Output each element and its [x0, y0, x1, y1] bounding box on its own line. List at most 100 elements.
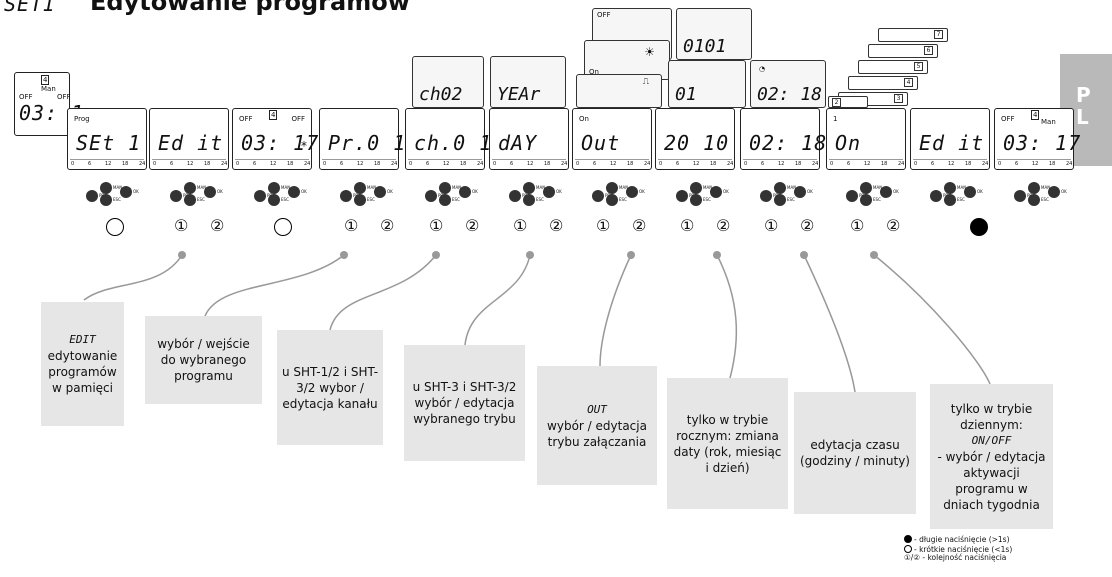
scale-tick: 0	[323, 161, 327, 167]
prg-button[interactable]	[1014, 190, 1026, 202]
prg-button[interactable]	[425, 190, 437, 202]
esc-button[interactable]	[184, 194, 196, 206]
scale-tick: 18	[287, 161, 294, 167]
note-channel: u SHT-1/2 i SHT-3/2 wybor / edytacja kan…	[277, 330, 383, 445]
esc-button[interactable]	[523, 194, 535, 206]
back-display-value: 01	[675, 84, 697, 105]
scale-tick: 12	[105, 161, 112, 167]
prg-button[interactable]	[509, 190, 521, 202]
ok-button-label: OK	[301, 189, 307, 194]
back-display-time: ◔ 02: 18	[750, 60, 826, 108]
prg-button[interactable]	[760, 190, 772, 202]
ok-button[interactable]	[964, 186, 976, 198]
stack-card: 2	[828, 96, 868, 108]
clock-icon: ◔	[759, 65, 766, 73]
esc-button[interactable]	[1028, 194, 1040, 206]
man-button[interactable]	[944, 182, 956, 194]
ok-button[interactable]	[543, 186, 555, 198]
man-button[interactable]	[774, 182, 786, 194]
ok-button[interactable]	[204, 186, 216, 198]
ok-button[interactable]	[880, 186, 892, 198]
step-two-icon: ②	[210, 216, 225, 235]
connector-line	[873, 254, 991, 385]
man-button[interactable]	[184, 182, 196, 194]
connector-dot	[526, 251, 534, 259]
scale-tick: 0	[830, 161, 834, 167]
scale-tick: 0	[998, 161, 1002, 167]
esc-button[interactable]	[268, 194, 280, 206]
title-segment-code: SETI	[4, 0, 57, 16]
ok-button[interactable]	[626, 186, 638, 198]
prg-button[interactable]	[846, 190, 858, 202]
esc-button-label: ESC	[452, 197, 460, 202]
scale-tick: 0	[71, 161, 75, 167]
ok-button[interactable]	[794, 186, 806, 198]
connector-dot	[870, 251, 878, 259]
man-button[interactable]	[1028, 182, 1040, 194]
prg-button[interactable]	[86, 190, 98, 202]
ok-button[interactable]	[459, 186, 471, 198]
man-button[interactable]	[860, 182, 872, 194]
prg-button[interactable]	[676, 190, 688, 202]
esc-button[interactable]	[439, 194, 451, 206]
man-button[interactable]	[606, 182, 618, 194]
language-letter-2: L	[1076, 105, 1089, 129]
man-button-label: MAN	[452, 185, 462, 190]
man-button[interactable]	[523, 182, 535, 194]
man-button-label: MAN	[1041, 185, 1051, 190]
esc-button[interactable]	[774, 194, 786, 206]
back-display-date: 0101	[676, 8, 752, 60]
prg-button[interactable]	[592, 190, 604, 202]
esc-button-label: ESC	[703, 197, 711, 202]
lcd-value: On	[835, 131, 862, 155]
scale-tick: 6	[1015, 161, 1019, 167]
ok-button[interactable]	[710, 186, 722, 198]
man-button[interactable]	[268, 182, 280, 194]
man-label: Man	[1041, 118, 1056, 126]
ok-button[interactable]	[374, 186, 386, 198]
prg-button[interactable]	[254, 190, 266, 202]
scale-tick: 12	[1032, 161, 1039, 167]
man-button[interactable]	[354, 182, 366, 194]
ok-button[interactable]	[120, 186, 132, 198]
man-button[interactable]	[100, 182, 112, 194]
step-one-icon: ①	[344, 216, 359, 235]
step-one-icon: ①	[680, 216, 695, 235]
esc-button[interactable]	[354, 194, 366, 206]
prg-button[interactable]	[930, 190, 942, 202]
esc-button[interactable]	[100, 194, 112, 206]
man-button[interactable]	[690, 182, 702, 194]
man-button[interactable]	[439, 182, 451, 194]
esc-button[interactable]	[690, 194, 702, 206]
ok-button[interactable]	[288, 186, 300, 198]
connector-dot	[178, 251, 186, 259]
prg-button[interactable]	[340, 190, 352, 202]
note-edit: EDIT edytowanie programów w pamięci	[41, 302, 124, 426]
scale-tick: 12	[693, 161, 700, 167]
legend-short-press: - krótkie naciśnięcie (<1s)	[904, 544, 1012, 555]
esc-button[interactable]	[860, 194, 872, 206]
scale-tick: 18	[627, 161, 634, 167]
ok-button-label: OK	[893, 189, 899, 194]
note-time: edytacja czasu (godziny / minuty)	[794, 392, 916, 514]
esc-button[interactable]	[606, 194, 618, 206]
scale-tick: 24	[304, 161, 311, 167]
step-two-icon: ②	[716, 216, 731, 235]
esc-button[interactable]	[944, 194, 956, 206]
filled-circle-icon	[904, 535, 912, 543]
esc-button-label: ESC	[873, 197, 881, 202]
scale-tick: 6	[253, 161, 257, 167]
scale-tick: 12	[187, 161, 194, 167]
connector-dot	[713, 251, 721, 259]
lcd-small-label: Prog	[74, 115, 90, 123]
prg-button[interactable]	[170, 190, 182, 202]
back-display-label: On	[589, 68, 599, 76]
scale-tick: 12	[527, 161, 534, 167]
ok-button[interactable]	[1048, 186, 1060, 198]
scale-tick: 6	[593, 161, 597, 167]
back-display-channel: ch02	[412, 56, 484, 108]
connector-line	[204, 254, 345, 317]
step-two-icon: ②	[465, 216, 480, 235]
